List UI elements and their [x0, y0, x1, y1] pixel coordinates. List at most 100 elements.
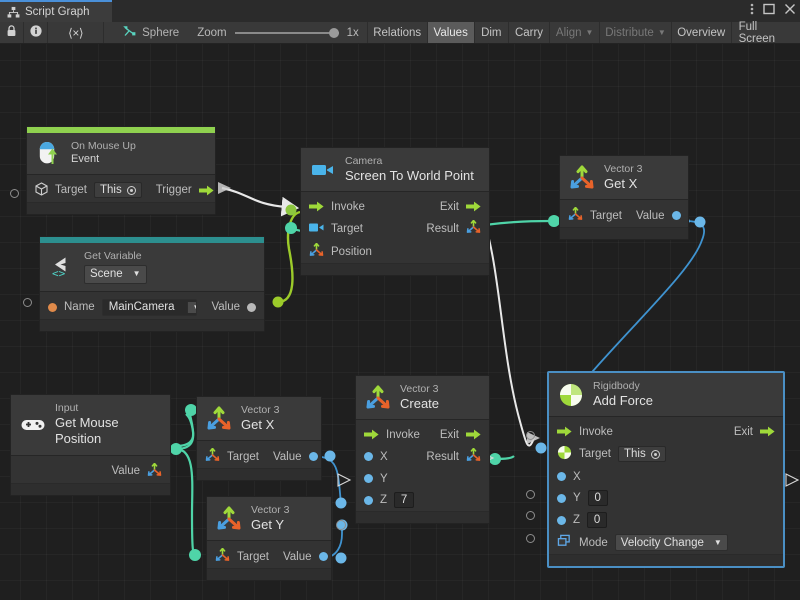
port-row-y[interactable]: Y 0 [549, 487, 783, 509]
port-row-target[interactable]: Target This [549, 442, 783, 466]
toolbar-button-align[interactable]: Align ▼ [549, 22, 599, 43]
unconnected-port-mode[interactable] [526, 534, 535, 543]
node-title: Screen To World Point [345, 168, 474, 184]
toolbar-button-relations[interactable]: Relations [367, 22, 427, 43]
lock-button[interactable] [0, 22, 24, 43]
port-label-result: Result [426, 451, 459, 463]
z-value-text: 0 [594, 514, 600, 526]
node-vector3-get-y-left[interactable]: Vector 3 Get Y Target Value [206, 496, 332, 581]
node-rigidbody-add-force[interactable]: Rigidbody Add Force Invoke Exit [548, 372, 784, 567]
target-picker-icon[interactable] [127, 186, 136, 195]
port-row-target[interactable]: Target Result [301, 217, 489, 240]
node-on-mouse-up[interactable]: On Mouse Up Event Target This [26, 126, 216, 215]
variable-kind-dropdown[interactable]: Scene ▼ [84, 265, 147, 283]
graph-node-icon [122, 25, 136, 41]
node-vector3-get-x-left[interactable]: Vector 3 Get X Target Value [196, 396, 322, 481]
node-header: Rigidbody Add Force [549, 373, 783, 417]
node-get-variable[interactable]: <> Get Variable Scene ▼ Name MainCamera [39, 236, 265, 332]
port-dot-value[interactable] [247, 303, 256, 312]
toolbar-button-carry[interactable]: Carry [508, 22, 549, 43]
port-row-x[interactable]: X [549, 466, 783, 487]
port-dot-y[interactable] [557, 494, 566, 503]
window-titlebar: Script Graph [0, 0, 800, 22]
target-value-button[interactable]: This [618, 446, 666, 462]
port-row-value[interactable]: Value [11, 460, 170, 483]
toolbar-button-values-label: Values [434, 27, 468, 39]
node-header: Vector 3 Get X [560, 156, 688, 200]
port-dot-x[interactable] [557, 472, 566, 481]
port-row-invoke[interactable]: Invoke Exit [356, 424, 489, 445]
target-value-button[interactable]: This [94, 182, 142, 198]
port-label-x: X [573, 471, 581, 483]
tab-script-graph[interactable]: Script Graph [0, 0, 112, 22]
toolbar-button-dim[interactable]: Dim [474, 22, 508, 43]
node-camera-screen-to-world-point[interactable]: Camera Screen To World Point Invoke Exit [300, 147, 490, 276]
z-value-field[interactable]: 7 [394, 492, 414, 508]
node-header: Input Get Mouse Position [11, 395, 170, 456]
port-dot-name[interactable] [48, 303, 57, 312]
node-input-get-mouse-position[interactable]: Input Get Mouse Position Value [10, 394, 171, 496]
port-row-invoke[interactable]: Invoke Exit [549, 421, 783, 442]
toolbar-button-full-screen[interactable]: Full Screen [731, 22, 800, 43]
toolbar-button-distribute[interactable]: Distribute ▼ [599, 22, 671, 43]
unconnected-port-target[interactable] [10, 189, 19, 198]
close-icon[interactable] [784, 2, 796, 20]
z-value-field[interactable]: 0 [587, 512, 607, 528]
node-header: Vector 3 Get X [197, 397, 321, 441]
unconnected-port-name[interactable] [23, 298, 32, 307]
port-row-position[interactable]: Position [301, 240, 489, 263]
port-row-z[interactable]: Z 7 [356, 489, 489, 511]
port-dot-z[interactable] [364, 496, 373, 505]
node-vector3-get-x-top[interactable]: Vector 3 Get X Target Value [559, 155, 689, 240]
unconnected-port-target[interactable] [526, 431, 535, 440]
port-label-target: Target [331, 223, 363, 235]
port-dot-value[interactable] [672, 211, 681, 220]
code-button[interactable]: ⟨×⟩ [48, 22, 104, 43]
port-row-x[interactable]: X Result [356, 445, 489, 468]
port-row-target[interactable]: Target Value [197, 445, 321, 468]
node-footer [301, 263, 489, 275]
port-row-target[interactable]: Target This Trigger [27, 179, 215, 202]
node-body: Name MainCamera ▼ Value [40, 292, 264, 319]
port-row-target[interactable]: Target Value [207, 545, 331, 568]
graph-canvas[interactable]: On Mouse Up Event Target This [0, 44, 800, 600]
port-label-target: Target [55, 184, 87, 196]
port-dot-x[interactable] [364, 452, 373, 461]
port-dot-z[interactable] [557, 516, 566, 525]
port-label-invoke: Invoke [386, 429, 420, 441]
port-row-mode[interactable]: Mode Velocity Change ▼ [549, 531, 783, 554]
mode-dropdown[interactable]: Velocity Change ▼ [615, 534, 728, 551]
maximize-icon[interactable] [763, 2, 775, 20]
y-value-text: 0 [594, 492, 600, 504]
port-row-y[interactable]: Y [356, 468, 489, 489]
toolbar-button-carry-label: Carry [515, 27, 543, 39]
node-vector3-create[interactable]: Vector 3 Create Invoke Exit [355, 375, 490, 524]
graph-object-name: Sphere [142, 27, 179, 39]
graph-object-chip[interactable]: Sphere [110, 22, 189, 43]
unconnected-port-y[interactable] [526, 490, 535, 499]
node-title: Get Y [251, 517, 290, 533]
toolbar-button-values[interactable]: Values [427, 22, 474, 43]
port-row-z[interactable]: Z 0 [549, 509, 783, 531]
chevron-down-icon[interactable]: ▼ [187, 302, 198, 313]
vector3-icon [206, 406, 232, 432]
unconnected-port-z[interactable] [526, 511, 535, 520]
variable-name-dropdown[interactable]: MainCamera ▼ [102, 299, 198, 316]
port-row-invoke[interactable]: Invoke Exit [301, 196, 489, 217]
port-dot-y[interactable] [364, 474, 373, 483]
port-dot-value[interactable] [309, 452, 318, 461]
port-row-target[interactable]: Target Value [560, 204, 688, 227]
y-value-field[interactable]: 0 [588, 490, 608, 506]
zoom-control[interactable]: Zoom 1x [189, 22, 367, 43]
port-row-name[interactable]: Name MainCamera ▼ Value [40, 296, 264, 319]
rigidbody-icon [557, 445, 572, 463]
zoom-slider[interactable] [235, 27, 339, 39]
target-picker-icon[interactable] [651, 450, 660, 459]
mouse-event-icon [36, 140, 62, 166]
toolbar-button-overview[interactable]: Overview [671, 22, 731, 43]
more-options-icon[interactable] [750, 2, 754, 21]
zoom-slider-knob[interactable] [329, 28, 339, 38]
info-button[interactable] [24, 22, 48, 43]
port-label-value: Value [283, 551, 312, 563]
port-dot-value[interactable] [319, 552, 328, 561]
